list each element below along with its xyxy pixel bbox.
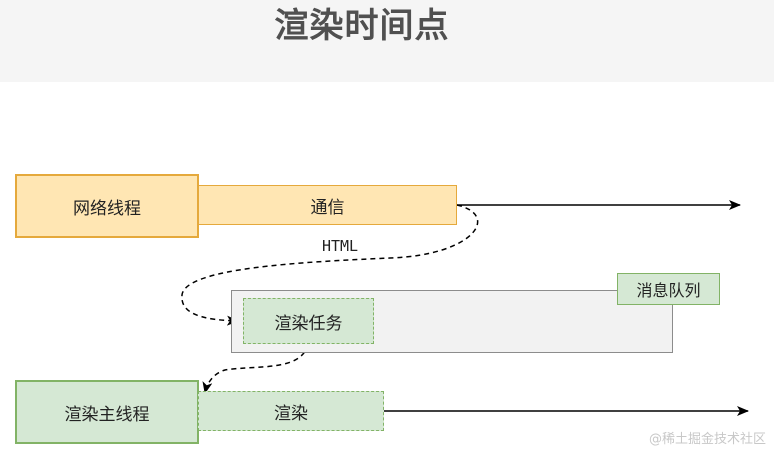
communication-box: 通信	[198, 185, 457, 225]
html-dashed-connector	[181, 204, 479, 326]
task-dashed-connector	[202, 343, 309, 394]
communication-label: 通信	[310, 197, 345, 218]
render-main-thread-label: 渲染主线程	[64, 404, 150, 425]
render-task-label: 渲染任务	[274, 313, 343, 334]
network-thread-label: 网络线程	[73, 198, 141, 219]
diagram-title: 渲染时间点	[274, 6, 450, 46]
watermark: @稀土掘金技术社区	[648, 432, 766, 447]
render-task-box: 渲染任务	[243, 298, 374, 344]
render-box: 渲染	[198, 391, 384, 431]
html-label: HTML	[321, 237, 359, 255]
network-thread-box: 网络线程	[15, 174, 199, 238]
render-main-thread-box: 渲染主线程	[15, 380, 199, 444]
header-band	[0, 0, 774, 82]
message-queue-label: 消息队列	[636, 281, 701, 300]
render-label: 渲染	[274, 403, 308, 424]
message-queue-tag: 消息队列	[617, 273, 720, 305]
